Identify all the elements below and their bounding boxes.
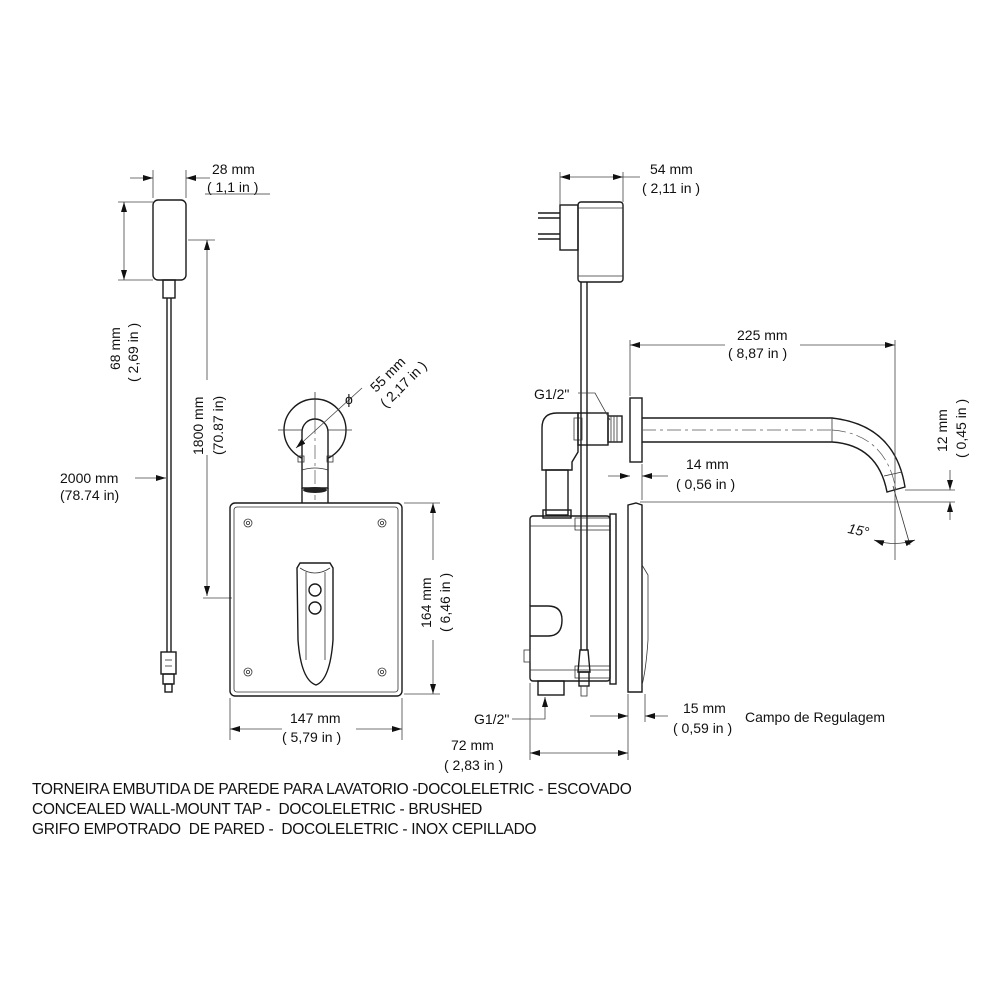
dim-install-height-mm: 1800 mm (190, 397, 206, 455)
dim-spout-length-mm: 225 mm (737, 327, 788, 343)
dim-spout-drop-in: ( 0,45 in ) (953, 399, 969, 458)
caption-line-en: CONCEALED WALL-MOUNT TAP - DOCOLELETRIC … (32, 801, 483, 818)
dim-plate-height-in: ( 6,46 in ) (437, 573, 453, 632)
thread-label-top: G1/2" (534, 386, 569, 402)
dim-adapter-depth-in: ( 2,11 in ) (642, 180, 700, 196)
dim-box-depth-in: ( 2,83 in ) (444, 757, 503, 773)
dim-plate-height-mm: 164 mm (418, 577, 434, 628)
dim-adapter-depth-mm: 54 mm (650, 161, 693, 177)
dim-adjustment-in: ( 0,59 in ) (673, 720, 732, 736)
dim-spout-length-in: ( 8,87 in ) (728, 345, 787, 361)
diameter-symbol: ϕ (345, 391, 353, 407)
elbow-fitting (541, 412, 623, 519)
drawing-caption: TORNEIRA EMBUTIDA DE PAREDE PARA LAVATOR… (32, 780, 632, 840)
dim-cable-length-in: (78.74 in) (60, 487, 119, 503)
side-view: 54 mm ( 2,11 in ) G1/2" (444, 161, 969, 773)
dim-adapter-width-in: ( 1,1 in ) (207, 179, 258, 195)
dim-cable-length-mm: 2000 mm (60, 470, 118, 486)
dim-adapter-height-in: ( 2,69 in ) (125, 323, 141, 382)
caption-line-pt: TORNEIRA EMBUTIDA DE PAREDE PARA LAVATOR… (32, 781, 632, 798)
spout-side (629, 397, 906, 493)
adjustment-range-label: Campo de Regulagem (745, 709, 885, 725)
cover-plate-front (229, 502, 403, 697)
power-adapter-side (538, 201, 624, 650)
dim-adapter-height-mm: 68 mm (107, 327, 123, 370)
caption-line-es: GRIFO EMPOTRADO DE PARED - DOCOLELETRIC … (32, 821, 537, 838)
embedded-box-side (523, 502, 649, 697)
dim-spout-drop-mm: 12 mm (934, 409, 950, 452)
spout-angle-label: 15° (847, 520, 871, 540)
dim-plate-width-mm: 147 mm (290, 710, 341, 726)
power-adapter-front (152, 199, 187, 693)
dim-install-height-in: (70.87 in) (210, 396, 226, 455)
dim-adapter-width-mm: 28 mm (212, 161, 255, 177)
spout-front (278, 392, 352, 503)
front-view: 28 mm ( 1,1 in ) 68 mm ( 2,69 in ) 2000 … (60, 161, 453, 745)
dim-box-depth-mm: 72 mm (451, 737, 494, 753)
dim-flange-offset-in: ( 0,56 in ) (676, 476, 735, 492)
dim-plate-width-in: ( 5,79 in ) (282, 729, 341, 745)
dim-flange-offset-mm: 14 mm (686, 456, 729, 472)
dim-adjustment-mm: 15 mm (683, 700, 726, 716)
thread-label-bottom: G1/2" (474, 711, 509, 727)
